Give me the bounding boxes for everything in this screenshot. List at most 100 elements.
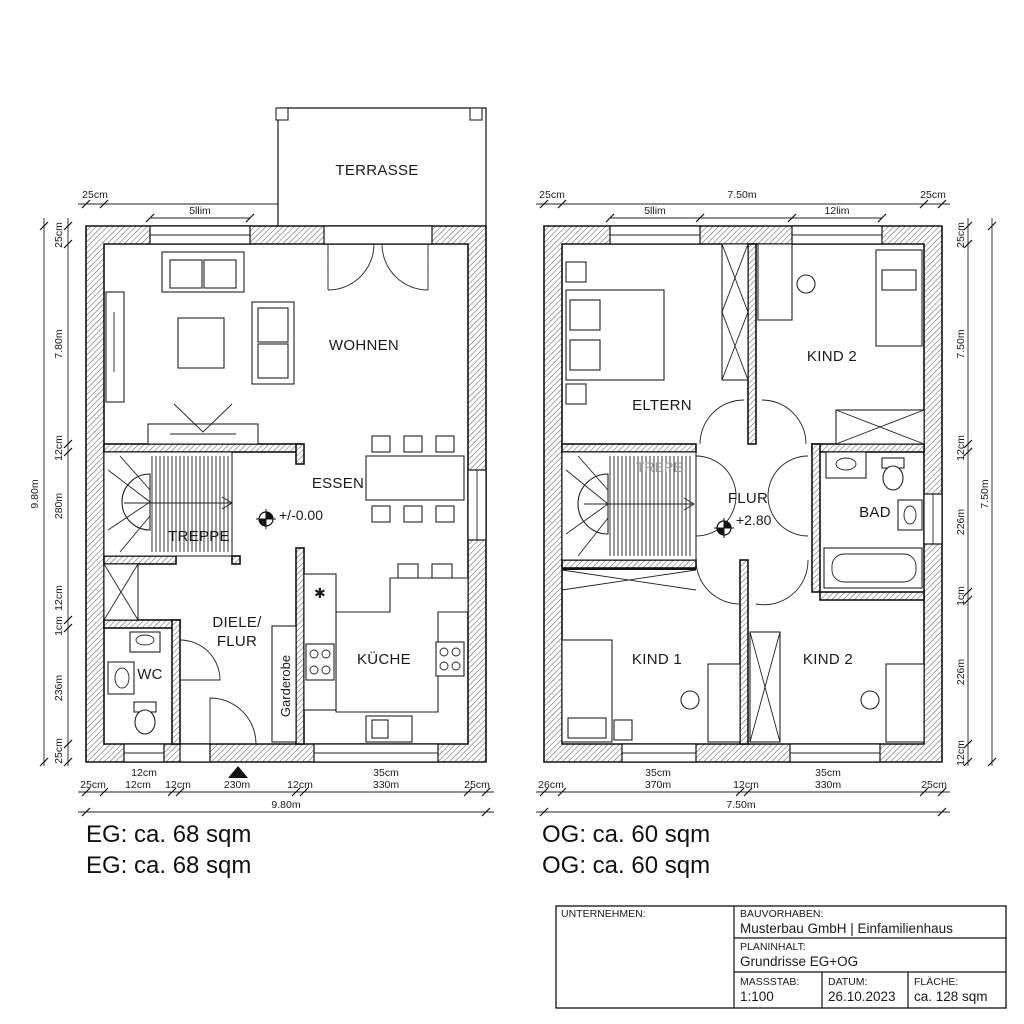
- bathroom-fixtures: [823, 451, 923, 589]
- kind2-top-furniture: [757, 243, 925, 445]
- room-label-terrasse: TERRASSE: [335, 162, 418, 179]
- og-plan: TREPE ELTERN KIND 2 FLUR +2.80 BAD KIND …: [536, 189, 997, 879]
- svg-text:12cm: 12cm: [287, 779, 313, 791]
- svg-text:35cm: 35cm: [373, 767, 399, 779]
- kitchen-fan-symbol: ✱: [314, 585, 326, 601]
- svg-text:12cm: 12cm: [165, 779, 191, 791]
- room-label-diele: DIELE/: [212, 614, 262, 631]
- svg-text:25cm: 25cm: [920, 189, 946, 201]
- svg-text:236m: 236m: [53, 675, 65, 702]
- wc-fixtures: [107, 631, 161, 735]
- svg-text:370m: 370m: [645, 779, 672, 791]
- svg-text:230m: 230m: [224, 779, 251, 791]
- room-label-kind2-top: KIND 2: [807, 348, 857, 365]
- eg-dim-left: 25cm 7.80m 12cm 280m 12cm 1cm 236m 25cm …: [29, 218, 73, 767]
- tb-datum-value: 26.10.2023: [828, 989, 896, 1004]
- og-flur-doors: [695, 399, 809, 606]
- tb-massstab-value: 1:100: [740, 989, 774, 1004]
- svg-text:12cm: 12cm: [733, 779, 759, 791]
- svg-text:26cm: 26cm: [538, 779, 564, 791]
- level-label-eg: +/-0.00: [279, 507, 323, 523]
- room-label-flur-og: FLUR: [728, 490, 768, 507]
- room-label-treppe: TREPPE: [168, 528, 230, 545]
- tb-bauvorhaben-value: Musterbau GmbH | Einfamilienhaus: [740, 921, 953, 936]
- tb-datum-label: DATUM:: [828, 976, 867, 988]
- svg-text:1cm: 1cm: [53, 616, 65, 636]
- og-stairs-ghost-label: TREPE: [636, 459, 683, 475]
- tb-flaeche-value: ca. 128 sqm: [914, 989, 988, 1004]
- svg-text:7.50m: 7.50m: [979, 479, 991, 508]
- svg-text:25cm: 25cm: [539, 189, 565, 201]
- room-label-kind1: KIND 1: [632, 651, 682, 668]
- svg-text:12cm: 12cm: [125, 779, 151, 791]
- sofa: [161, 251, 245, 293]
- tb-planinhalt-value: Grundrisse EG+OG: [740, 954, 858, 969]
- og-dim-right: 25cm 7.50m 12cm 226m 1cm 226m 12cm 7.50m: [955, 218, 997, 767]
- eg-dim-top: 25cm 5llim: [78, 189, 278, 223]
- svg-text:9.80m: 9.80m: [29, 479, 41, 508]
- eg-area-line-2: EG: ca. 68 sqm: [86, 852, 251, 879]
- svg-text:25cm: 25cm: [82, 189, 108, 201]
- dining-table: [365, 435, 465, 523]
- parents-bed: [565, 261, 665, 405]
- svg-text:226m: 226m: [955, 509, 967, 536]
- svg-text:25cm: 25cm: [80, 779, 106, 791]
- svg-text:5llim: 5llim: [189, 205, 211, 217]
- svg-text:12cm: 12cm: [955, 740, 967, 766]
- svg-text:12lim: 12lim: [824, 205, 849, 217]
- tb-bauvorhaben-label: BAUVORHABEN:: [740, 908, 823, 920]
- svg-text:7.50m: 7.50m: [955, 329, 967, 358]
- eg-plan: ✱ TERRASSE WOHNEN ESSEN: [29, 107, 494, 879]
- svg-text:226m: 226m: [955, 659, 967, 686]
- svg-text:9.80m: 9.80m: [271, 799, 300, 811]
- kitchen-counters: ✱: [303, 563, 469, 743]
- og-stairs: TREPE: [561, 451, 697, 591]
- kind1-furniture: [561, 639, 741, 743]
- room-label-kueche: KÜCHE: [357, 650, 411, 668]
- kind2-bottom-furniture: [749, 631, 925, 743]
- tb-planinhalt-label: PLANINHALT:: [740, 941, 806, 953]
- room-label-kind2-bottom: KIND 2: [803, 651, 853, 668]
- coffee-table: [177, 317, 225, 369]
- og-area-line-1: OG: ca. 60 sqm: [542, 821, 710, 848]
- tv-cabinet: [147, 403, 259, 445]
- svg-text:280m: 280m: [53, 493, 65, 520]
- room-label-eltern: ELTERN: [632, 397, 692, 414]
- svg-text:25cm: 25cm: [955, 222, 967, 248]
- room-label-garderobe: Garderobe: [278, 655, 293, 717]
- eg-dim-bottom: 12cm 25cm 12cm 12cm 230m 12cm 35cm 330m …: [78, 767, 494, 817]
- svg-text:12cm: 12cm: [53, 435, 65, 461]
- room-label-flur: FLUR: [217, 633, 257, 650]
- svg-text:25cm: 25cm: [53, 222, 65, 248]
- room-label-bad: BAD: [859, 504, 891, 521]
- svg-text:25cm: 25cm: [921, 779, 947, 791]
- og-area-line-2: OG: ca. 60 sqm: [542, 852, 710, 879]
- title-block: UNTERNEHMEN: BAUVORHABEN: Musterbau GmbH…: [555, 905, 1007, 1009]
- svg-text:7.50m: 7.50m: [726, 799, 755, 811]
- armchair: [251, 301, 295, 385]
- tb-massstab-label: MASSSTAB:: [740, 976, 799, 988]
- svg-text:1cm: 1cm: [955, 586, 967, 606]
- tb-flaeche-label: FLÄCHE:: [914, 976, 958, 988]
- terrace-door: [327, 243, 429, 291]
- sideboard: [105, 291, 125, 403]
- tb-unternehmen-label: UNTERNEHMEN:: [561, 908, 646, 920]
- room-label-wohnen: WOHNEN: [329, 337, 399, 354]
- svg-text:7.80m: 7.80m: [53, 329, 65, 358]
- room-label-essen: ESSEN: [312, 475, 364, 492]
- svg-text:35cm: 35cm: [815, 767, 841, 779]
- svg-text:12cm: 12cm: [131, 767, 157, 779]
- svg-text:7.50m: 7.50m: [727, 189, 756, 201]
- svg-text:12cm: 12cm: [53, 585, 65, 611]
- svg-text:330m: 330m: [815, 779, 842, 791]
- og-dim-top: 25cm 7.50m 25cm 5llim 12lim: [536, 189, 950, 223]
- svg-text:330m: 330m: [373, 779, 400, 791]
- level-label-og: +2.80: [736, 512, 772, 528]
- garderobe-cabinet: [271, 625, 297, 743]
- og-dim-bottom: 26cm 35cm 370m 12cm 35cm 330m 25cm 7.50m: [536, 767, 950, 817]
- svg-text:25cm: 25cm: [53, 738, 65, 764]
- svg-text:35cm: 35cm: [645, 767, 671, 779]
- parents-wardrobe: [721, 243, 749, 381]
- room-label-wc: WC: [137, 666, 163, 683]
